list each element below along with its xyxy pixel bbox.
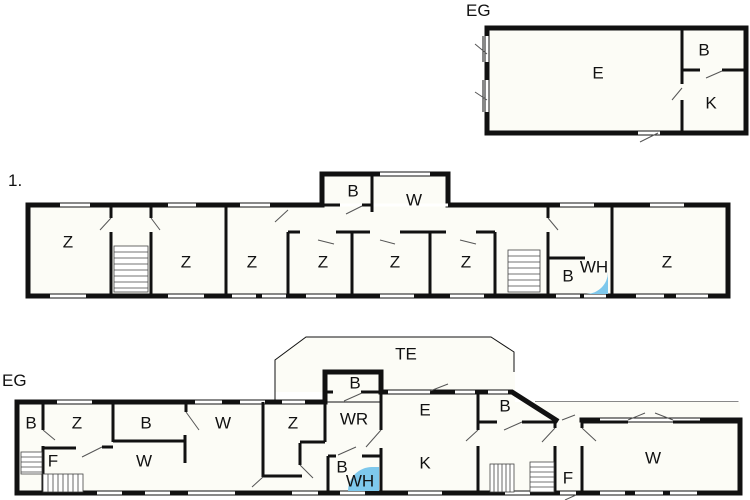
room-label: W: [406, 190, 422, 209]
staircase: [20, 451, 555, 493]
room-label: F: [48, 451, 58, 470]
room-label: Z: [461, 252, 471, 271]
staircase: [113, 245, 541, 293]
room-label: Z: [288, 413, 298, 432]
floor-title-bottom-eg: EG: [2, 371, 27, 390]
room-label: F: [563, 468, 573, 487]
room-label: B: [347, 181, 358, 200]
terrace-outline: [274, 336, 515, 402]
room-label: Z: [662, 252, 672, 271]
room-label: B: [499, 396, 510, 415]
outer-wall: [25, 171, 731, 299]
wh-marker: [348, 467, 379, 491]
room-label: Z: [181, 252, 191, 271]
room-label: Z: [390, 252, 400, 271]
room-label: WH: [580, 257, 608, 276]
floor-plan-first: 1.: [8, 171, 731, 299]
room-label: WR: [340, 409, 368, 428]
floor-title-top-eg: EG: [466, 1, 491, 20]
room-label: B: [140, 413, 151, 432]
room-label: W: [215, 413, 231, 432]
room-label: Z: [318, 252, 328, 271]
room-label: Z: [72, 413, 82, 432]
floor-plan-bottom-eg: EG: [2, 336, 743, 500]
room-label: B: [698, 40, 709, 59]
room-label: W: [136, 451, 152, 470]
room-label: K: [705, 93, 717, 112]
room-label: K: [419, 453, 431, 472]
room-label: B: [562, 266, 573, 285]
floor-plan-top-eg: EG E B K: [466, 1, 749, 143]
room-label: E: [592, 63, 603, 82]
room-label: WH: [346, 471, 374, 490]
room-label: W: [645, 448, 661, 467]
room-label: Z: [247, 252, 257, 271]
room-label: B: [336, 457, 347, 476]
floor-title-first: 1.: [8, 171, 22, 190]
room-label: Z: [63, 232, 73, 251]
room-label: E: [419, 400, 430, 419]
room-label: B: [349, 373, 360, 392]
room-label: B: [25, 413, 36, 432]
wh-marker: [586, 272, 608, 294]
room-label: TE: [395, 344, 417, 363]
